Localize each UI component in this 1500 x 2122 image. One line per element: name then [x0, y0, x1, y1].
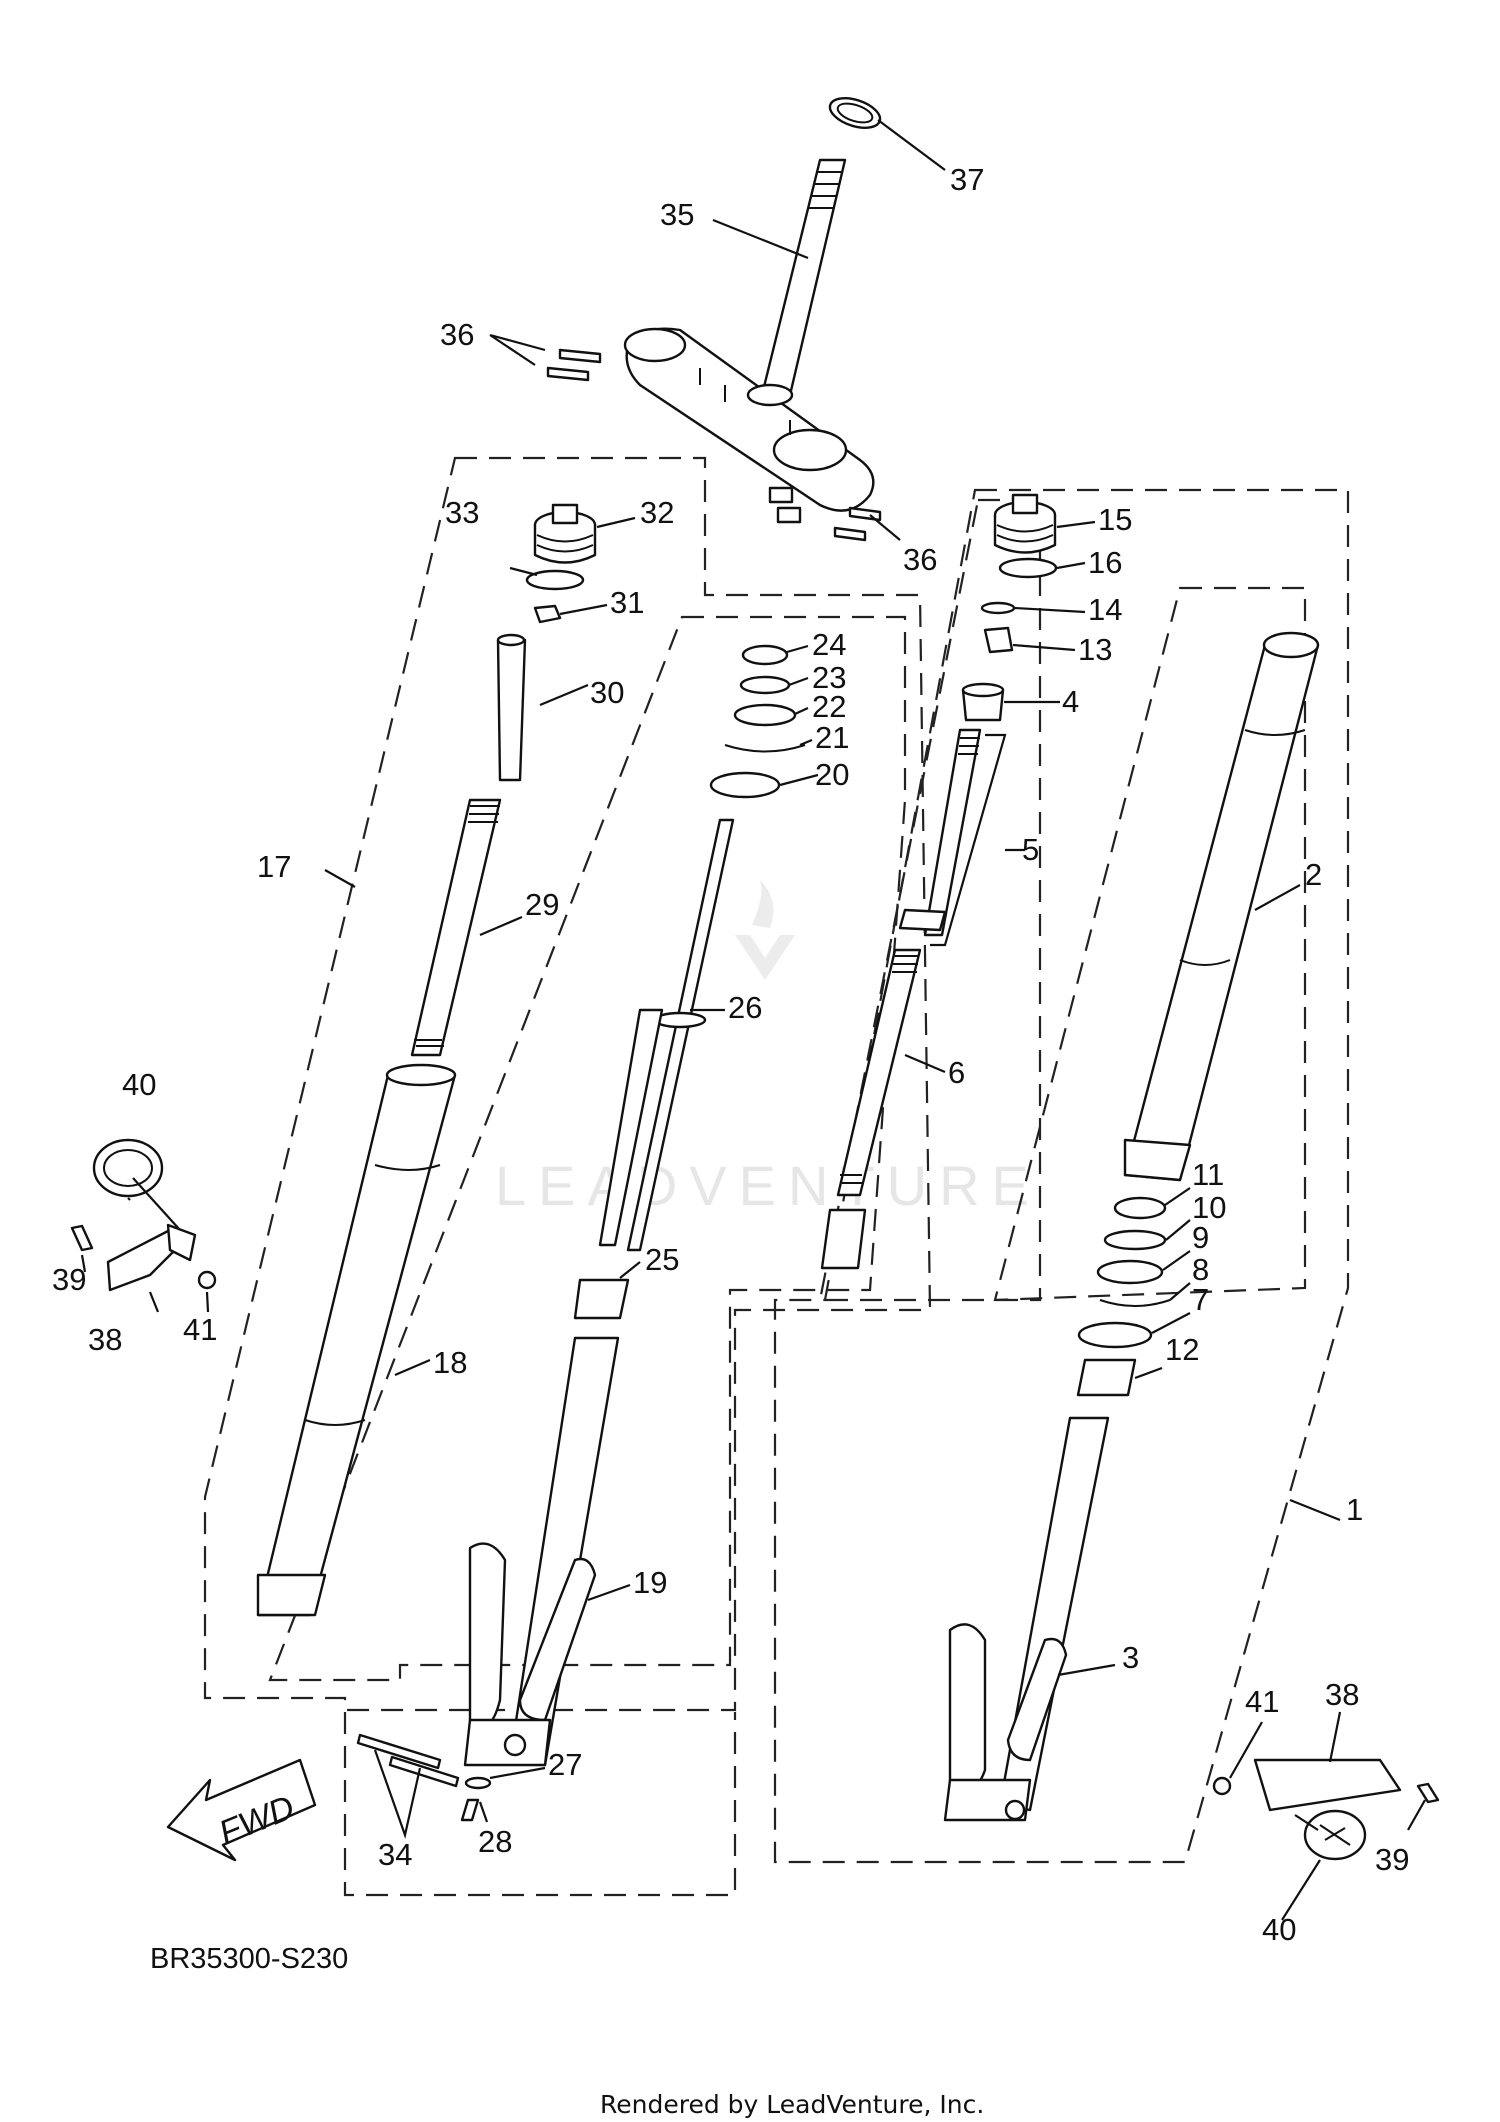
fwd-arrow: FWD: [166, 1758, 317, 1862]
callout-17: 17: [257, 849, 291, 884]
outline-34-group: [343, 1712, 737, 1897]
callout-1: 1: [1346, 1492, 1363, 1527]
callout-22: 22: [812, 689, 846, 724]
part-13-nut: [983, 626, 1014, 654]
callout-41-left: 41: [183, 1312, 217, 1347]
part-14-washer: [980, 601, 1016, 615]
diagram-code: BR35300-S230: [150, 1943, 348, 1975]
callout-11: 11: [1192, 1157, 1224, 1192]
callout-13: 13: [1078, 632, 1112, 667]
callout-40-left: 40: [122, 1067, 156, 1102]
part-5-damper-rod: [898, 728, 982, 937]
callout-16: 16: [1088, 545, 1122, 580]
part-35-steering-stem: [623, 158, 875, 524]
part-38-bracket-right: [1253, 1758, 1402, 1831]
part-34-bolts: [356, 1733, 460, 1788]
callout-9: 9: [1192, 1220, 1209, 1255]
callout-4: 4: [1062, 684, 1079, 719]
part-39-screw-left: [70, 1224, 94, 1252]
callout-20: 20: [815, 757, 849, 792]
callout-21: 21: [815, 720, 849, 755]
part-41-nut-right: [1212, 1776, 1232, 1796]
part-18-inner-tube: [256, 1063, 457, 1617]
assembly-outline-1: [773, 488, 1350, 1864]
part-33-o-ring: [525, 569, 585, 591]
part-38-bracket-left: [106, 1177, 197, 1292]
part-29-spring: [410, 798, 502, 1057]
callout-38-right: 38: [1325, 1677, 1359, 1712]
callout-40-right: 40: [1262, 1912, 1296, 1947]
callout-28: 28: [478, 1824, 512, 1859]
part-40-reflector-right: [1303, 1809, 1367, 1861]
callout-23: 23: [812, 660, 846, 695]
callout-10: 10: [1192, 1190, 1226, 1225]
watermark: LEADVENTURE: [495, 880, 1041, 1217]
callout-12: 12: [1165, 1332, 1199, 1367]
part-30-spacer: [496, 633, 527, 782]
part-15-cap-bolt: [993, 493, 1057, 554]
callout-36-upper: 36: [440, 317, 474, 352]
callout-37: 37: [950, 162, 984, 197]
callout-25: 25: [645, 1242, 679, 1277]
callout-29: 29: [525, 887, 559, 922]
part-12-bushing: [1076, 1358, 1137, 1397]
part-3-outer-tube-right: [943, 1416, 1110, 1822]
part-41-nut-left: [197, 1270, 217, 1290]
watermark-text: LEADVENTURE: [495, 1154, 1041, 1217]
callout-3: 3: [1122, 1640, 1139, 1675]
callout-18: 18: [433, 1345, 467, 1380]
callout-30: 30: [590, 675, 624, 710]
callout-24: 24: [812, 627, 846, 662]
leader-lines: [80, 119, 1426, 1921]
left-seals-20-24: [709, 644, 806, 799]
callout-26: 26: [728, 990, 762, 1025]
callout-labels: 1 2 3 4 5 6 7 8 9 10 11 12 13 14 15 16 1…: [52, 162, 1409, 1947]
part-31-nut: [533, 604, 562, 624]
part-4-spacer: [961, 682, 1005, 722]
part-28-drain-bolt: [460, 1798, 480, 1822]
assembly-outline-17: [203, 456, 932, 1712]
part-39-screw-right: [1416, 1782, 1440, 1804]
rendered-by: Rendered by LeadVenture, Inc.: [600, 2090, 984, 2119]
part-26-rod: [598, 818, 735, 1252]
bracket-5: [930, 733, 1007, 947]
callout-6: 6: [948, 1055, 965, 1090]
callout-36-lower: 36: [903, 542, 937, 577]
part-32-cap-bolt: [533, 503, 597, 564]
part-25-bushing: [573, 1278, 630, 1320]
callout-14: 14: [1088, 592, 1122, 627]
inner-outline-right: [993, 586, 1307, 1302]
part-16-o-ring: [998, 557, 1058, 579]
callout-27: 27: [548, 1747, 582, 1782]
callout-15: 15: [1098, 502, 1132, 537]
part-27-washer: [464, 1776, 492, 1790]
right-seals-7-11: [1077, 1196, 1171, 1349]
callout-41-right: 41: [1245, 1684, 1279, 1719]
callout-2: 2: [1305, 857, 1322, 892]
part-2-inner-tube-right: [1123, 631, 1320, 1182]
part-40-reflector-left: [92, 1138, 164, 1198]
callout-19: 19: [633, 1565, 667, 1600]
callout-38-left: 38: [88, 1322, 122, 1357]
callout-39-right: 39: [1375, 1842, 1409, 1877]
callout-35: 35: [660, 197, 694, 232]
callout-39-left: 39: [52, 1262, 86, 1297]
part-36-bolts-upper: [546, 348, 882, 542]
callout-5: 5: [1022, 832, 1039, 867]
callout-31: 31: [610, 585, 644, 620]
callout-34: 34: [378, 1837, 412, 1872]
part-6-spring: [820, 948, 922, 1270]
callout-7: 7: [1192, 1282, 1209, 1317]
part-19-outer-tube-left: [463, 1336, 620, 1767]
callout-8: 8: [1192, 1252, 1209, 1287]
inner-outline-left: [268, 615, 907, 1682]
callout-33: 33: [445, 495, 479, 530]
part-37-stem-nut: [828, 97, 882, 129]
callout-32: 32: [640, 495, 674, 530]
